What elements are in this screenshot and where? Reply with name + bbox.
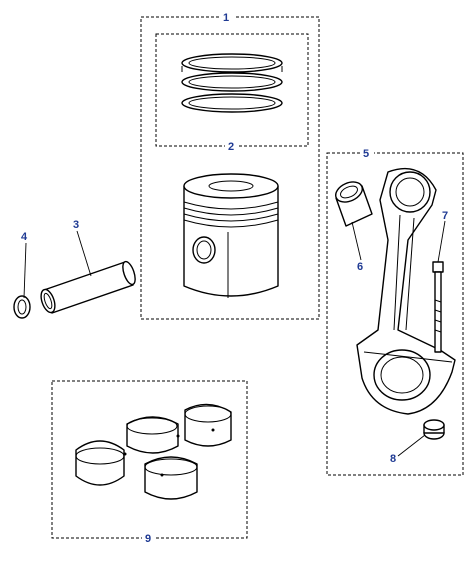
callout-2: 2 xyxy=(228,141,234,153)
connecting-rod xyxy=(356,167,456,415)
leader-6 xyxy=(351,221,362,261)
callout-7: 7 xyxy=(442,210,448,222)
small-end-bush xyxy=(334,181,373,227)
callout-3: 3 xyxy=(73,219,79,231)
callout-1: 1 xyxy=(223,12,229,24)
conrod-bolt xyxy=(432,261,444,353)
bearing-shells xyxy=(75,403,232,500)
gudgeon-pin xyxy=(40,260,136,314)
leader-3 xyxy=(76,230,92,277)
piston xyxy=(183,173,279,298)
callout-4: 4 xyxy=(21,231,28,243)
callout-5: 5 xyxy=(363,148,369,160)
conrod-nut xyxy=(423,419,445,440)
callout-6: 6 xyxy=(357,261,363,273)
piston-rings xyxy=(181,53,283,113)
leader-4 xyxy=(23,242,27,299)
leader-8 xyxy=(397,434,426,457)
circlip xyxy=(13,295,31,319)
leader-7 xyxy=(437,220,446,263)
group-box-9 xyxy=(51,380,248,539)
callout-9: 9 xyxy=(145,533,151,545)
group-box-5 xyxy=(326,152,464,476)
callout-8: 8 xyxy=(390,453,396,465)
